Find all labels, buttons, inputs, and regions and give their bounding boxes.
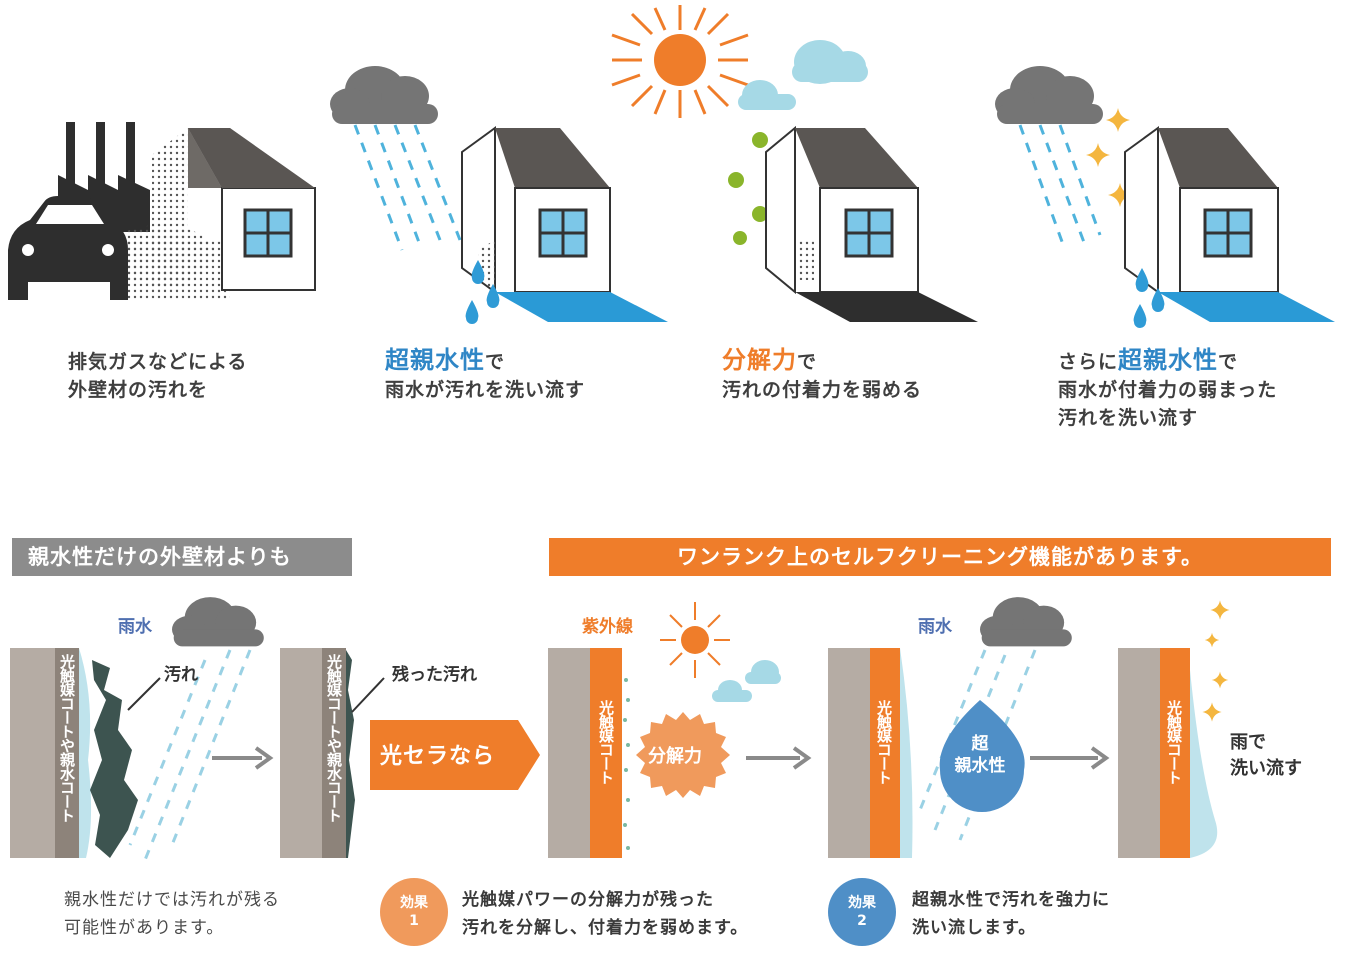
panel2-caption: 超親水性で 雨水が汚れを洗い流す: [385, 346, 585, 404]
super-label-2: 親水性: [954, 756, 1006, 776]
dirt-label: 汚れ: [164, 665, 198, 685]
panel2-suffix: で: [485, 351, 506, 373]
wash-label: 雨で 洗い流す: [1230, 730, 1302, 782]
panel1-caption-line2: 外壁材の汚れを: [68, 379, 209, 401]
effect1-badge-text: 効果: [400, 895, 428, 911]
left-note-line1: 親水性だけでは汚れが残る: [64, 890, 280, 910]
panel1-illustration: [8, 122, 316, 300]
panel2-caption-line2: 雨水が汚れを洗い流す: [385, 379, 586, 401]
rain-label-1: 雨水: [118, 617, 152, 637]
coat-label-d: 光触媒コート: [875, 700, 893, 784]
panel4-suffix: で: [1218, 351, 1239, 373]
effect2-badge-text: 効果: [848, 895, 876, 911]
diagram-c: [548, 602, 812, 858]
left-note: 親水性だけでは汚れが残る 可能性があります。: [64, 886, 280, 942]
super-hydrophilic-drop-label: 超 親水性: [944, 733, 1016, 777]
decompose-label: 分解力: [648, 746, 702, 767]
uv-label: 紫外線: [582, 617, 633, 637]
banner-right: ワンランク上のセルフクリーニング機能があります。: [549, 538, 1331, 576]
effect2-badge-shape: [828, 878, 896, 946]
left-note-line2: 可能性があります。: [64, 918, 225, 938]
coat-label-b: 光触媒コートや親水コート: [325, 654, 343, 822]
effect2-line2: 洗い流します。: [912, 918, 1037, 938]
panel4-caption-line3: 汚れを洗い流す: [1058, 407, 1199, 429]
panel3-suffix: で: [797, 351, 818, 373]
rain-label-2: 雨水: [918, 617, 952, 637]
panel3-caption: 分解力で 汚れの付着力を弱める: [722, 346, 922, 404]
panel2-illustration: [330, 66, 668, 324]
wash-label-1: 雨で: [1230, 732, 1266, 753]
diagram-e: [1118, 600, 1230, 858]
super-label-1: 超: [971, 734, 989, 754]
panel4-caption-line2: 雨水が付着力の弱まった: [1058, 379, 1278, 401]
effect1-badge-num: 1: [409, 913, 419, 929]
effect2-note: 超親水性で汚れを強力に 洗い流します。: [912, 886, 1110, 942]
panel3-caption-line2: 汚れの付着力を弱める: [722, 379, 923, 401]
panel3-highlight: 分解力: [722, 346, 797, 374]
effect1-line1: 光触媒パワーの分解力が残った: [462, 890, 714, 910]
banner-left: 親水性だけの外壁材よりも: [12, 538, 352, 576]
panel4-caption: さらに超親水性で 雨水が付着力の弱まった 汚れを洗い流す: [1058, 346, 1277, 432]
coat-label-c: 光触媒コート: [597, 700, 615, 784]
effect2-badge: 効果 2: [828, 894, 896, 930]
panel3-illustration: [611, 5, 978, 322]
panel4-illustration: [995, 66, 1335, 328]
effect2-line1: 超親水性で汚れを強力に: [912, 890, 1110, 910]
panel1-caption-line1: 排気ガスなどによる: [68, 351, 248, 373]
effect1-note: 光触媒パワーの分解力が残った 汚れを分解し、付着力を弱めます。: [462, 886, 748, 942]
panel4-highlight: 超親水性: [1118, 346, 1219, 374]
wash-label-2: 洗い流す: [1230, 758, 1302, 779]
diagram-a: [10, 597, 274, 861]
effect2-badge-num: 2: [857, 913, 867, 929]
effect1-line2: 汚れを分解し、付着力を弱めます。: [462, 918, 749, 938]
remaining-dirt-label: 残った汚れ: [392, 665, 477, 685]
panel1-caption: 排気ガスなどによる 外壁材の汚れを: [68, 348, 247, 404]
diagram-b: [280, 648, 540, 858]
coat-label-a: 光触媒コートや親水コート: [58, 654, 76, 822]
panel4-prefix: さらに: [1058, 351, 1119, 373]
hikari-sera-label: 光セラなら: [380, 744, 496, 769]
effect1-badge-shape: [380, 878, 448, 946]
effect1-badge: 効果 1: [380, 894, 448, 930]
diagram-d: [828, 597, 1110, 858]
panel2-highlight: 超親水性: [385, 346, 485, 374]
coat-label-e: 光触媒コート: [1165, 700, 1183, 784]
